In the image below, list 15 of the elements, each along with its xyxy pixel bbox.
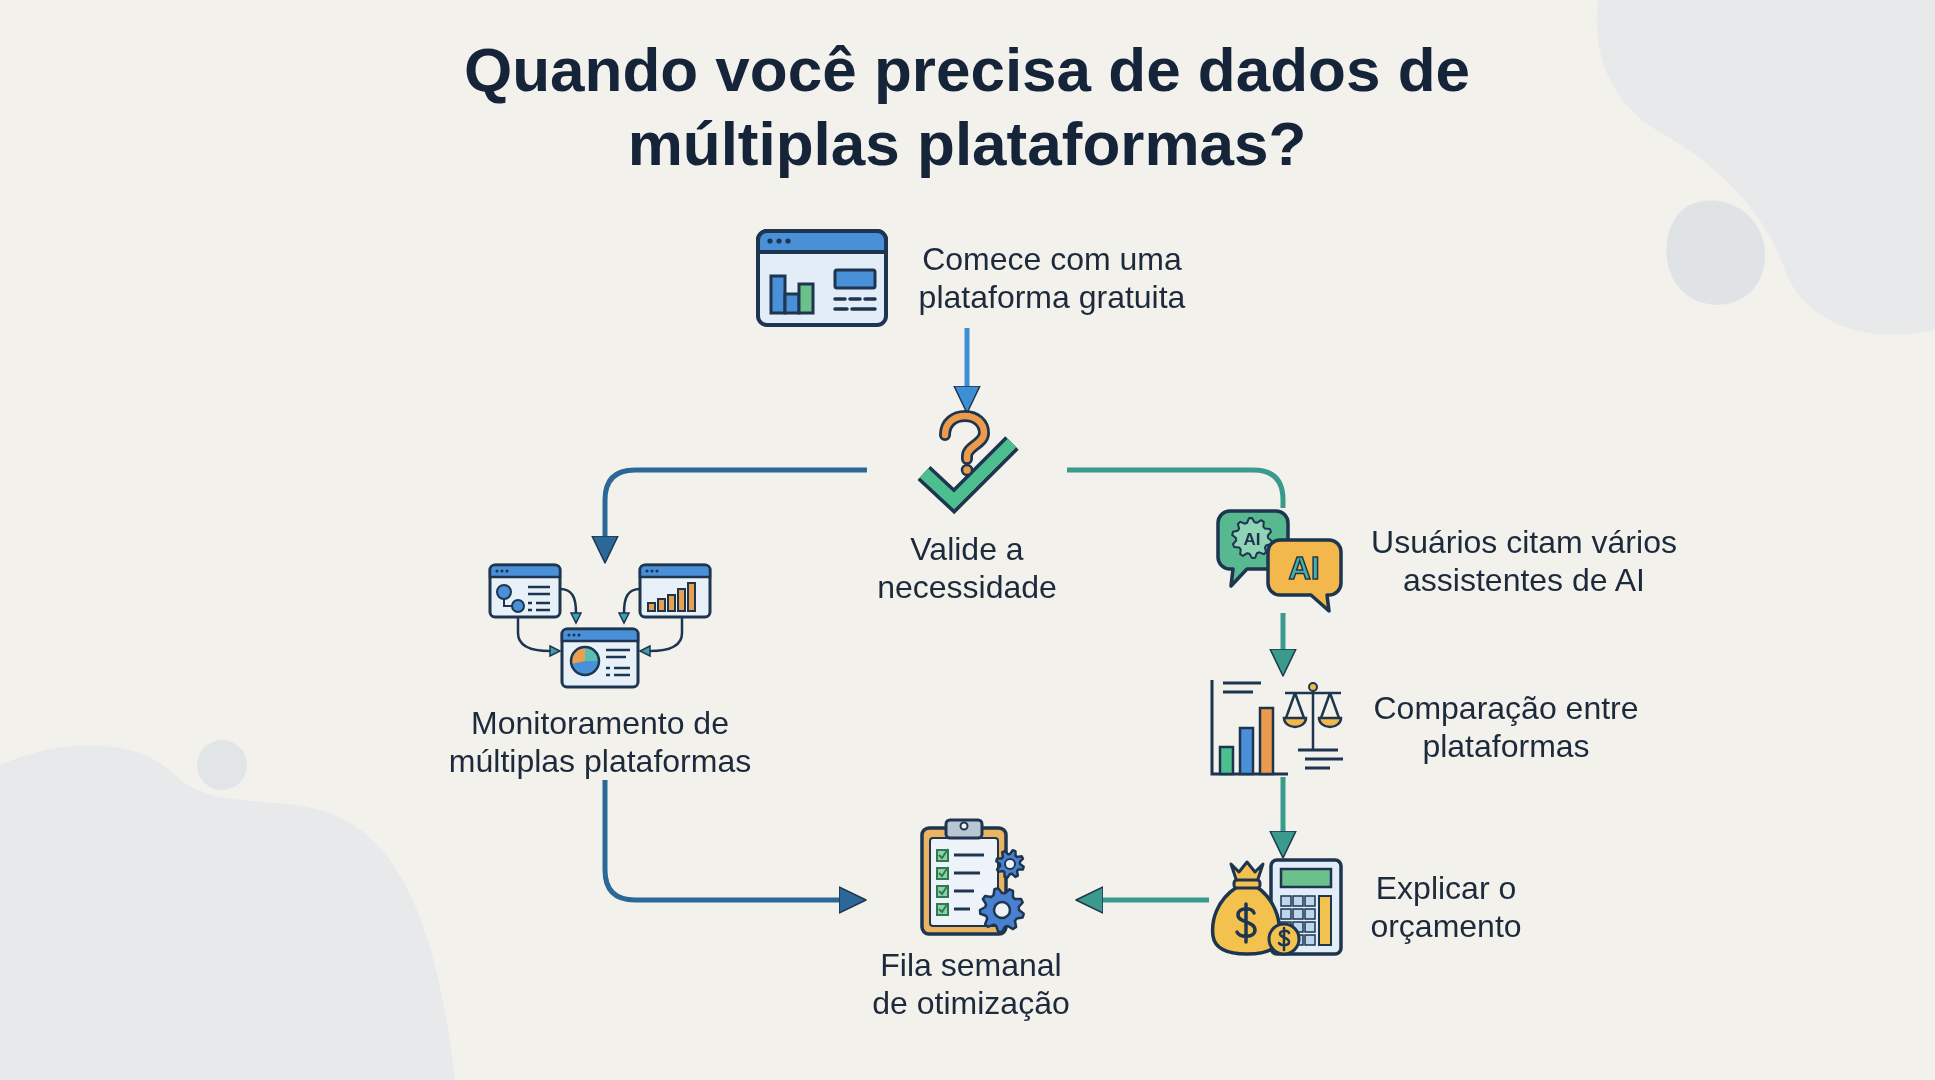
- bubble-text: AI: [1243, 530, 1261, 548]
- step-label: Fila semanal de otimização: [871, 946, 1071, 1022]
- diagram-title: Quando você precisa de dados de múltiplas plataformas?: [462, 34, 1472, 180]
- arrow: [1269, 777, 1297, 859]
- arrow: [1075, 886, 1209, 914]
- arrow: [591, 467, 867, 564]
- step-label: Comece com uma plataforma gratuita: [917, 240, 1187, 316]
- step-label: Comparação entre plataformas: [1372, 688, 1640, 765]
- arrow: [1269, 613, 1297, 677]
- step-label: Monitoramento de múltiplas plataformas: [447, 704, 753, 780]
- bubble-text: AI: [1288, 552, 1320, 584]
- step-label: Explicar o orçamento: [1369, 869, 1523, 945]
- step-label: Usuários citam vários assistentes de AI: [1370, 522, 1678, 599]
- step-label: Valide a necessidade: [876, 530, 1058, 606]
- arrow: [602, 780, 867, 914]
